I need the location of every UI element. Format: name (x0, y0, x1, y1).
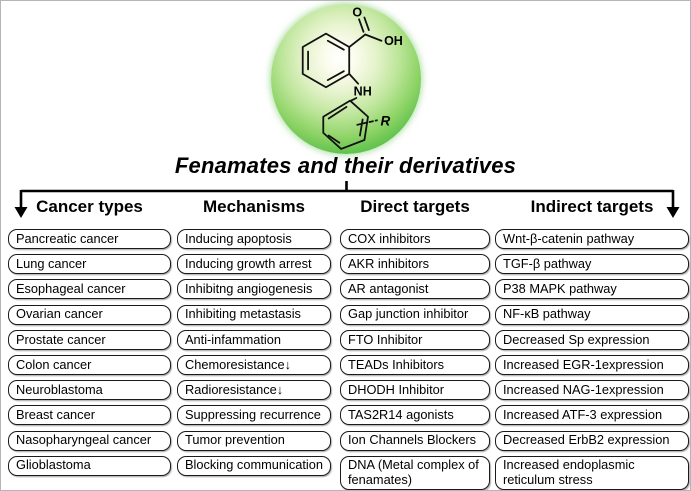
list-item: NF-κB pathway (495, 304, 689, 325)
branch-arrows (14, 181, 680, 218)
r-group-label: R (381, 114, 391, 129)
carbonyl-oxygen-label: O (352, 6, 362, 20)
list-item: Increased EGR-1expression (495, 354, 689, 375)
list-item: Lung cancer (8, 254, 171, 275)
list-item: Wnt-β-catenin pathway (495, 229, 689, 249)
list-item: Decreased ErbB2 expression (495, 430, 689, 451)
molecule-bonds (301, 16, 383, 150)
list-item: AKR inhibitors (340, 254, 490, 275)
column-header: Direct targets (360, 197, 470, 216)
list-item: Ion Channels Blockers (340, 430, 490, 451)
list-item: FTO Inhibitor (340, 329, 490, 350)
list-item: Nasopharyngeal cancer (8, 430, 171, 451)
list-item: Chemoresistance↓ (177, 354, 331, 375)
list-item: Tumor prevention (177, 430, 331, 451)
list-item: Decreased Sp expression (495, 329, 689, 350)
list-item: AR antagonist (340, 279, 490, 300)
left-down-arrowhead (14, 207, 28, 218)
list-item: TAS2R14 agonists (340, 405, 490, 426)
benzene-ring-1 (301, 32, 351, 89)
right-down-arrowhead (666, 207, 680, 218)
list-item: Colon cancer (8, 354, 171, 375)
list-item: Breast cancer (8, 405, 171, 426)
list-item: DNA (Metal complex of fenamates) (340, 455, 490, 490)
list-item: Ovarian cancer (8, 304, 171, 325)
column-header: Cancer types (36, 197, 143, 216)
list-item: Suppressing recurrence (177, 405, 331, 426)
list-item: Inducing growth arrest (177, 254, 331, 275)
list-item: Increased endoplasmic reticulum stress (495, 455, 689, 490)
list-item: Esophageal cancer (8, 279, 171, 300)
list-item: Neuroblastoma (8, 380, 171, 401)
list-item: Gap junction inhibitor (340, 304, 490, 325)
fenamate-structure: O OH NH R (301, 6, 403, 150)
figure-title: Fenamates and their derivatives (174, 153, 517, 178)
list-item: Radioresistance↓ (177, 380, 331, 401)
list-item: Pancreatic cancer (8, 229, 171, 249)
list-item: Increased ATF-3 expression (495, 405, 689, 426)
list-item: Inhibitng angiogenesis (177, 279, 331, 300)
amine-label: NH (354, 84, 372, 98)
list-item: Increased NAG-1expression (495, 380, 689, 401)
list-item: TGF-β pathway (495, 254, 689, 275)
column-header: Mechanisms (202, 197, 306, 216)
list-item: Inducing apoptosis (177, 229, 331, 249)
list-item: Inhibiting metastasis (177, 304, 331, 325)
list-item: TEADs Inhibitors (340, 354, 490, 375)
list-item: COX inhibitors (340, 229, 490, 249)
hydroxyl-label: OH (384, 34, 403, 48)
benzene-ring-2 (322, 99, 369, 150)
column-header: Indirect targets (530, 197, 654, 216)
list-item: Blocking communication (177, 455, 331, 476)
list-item: Glioblastoma (8, 455, 171, 476)
list-item: DHODH Inhibitor (340, 380, 490, 401)
list-item: Anti-infammation (177, 329, 331, 350)
green-glow-circle (271, 4, 421, 154)
list-item: P38 MAPK pathway (495, 279, 689, 300)
list-item: Prostate cancer (8, 329, 171, 350)
